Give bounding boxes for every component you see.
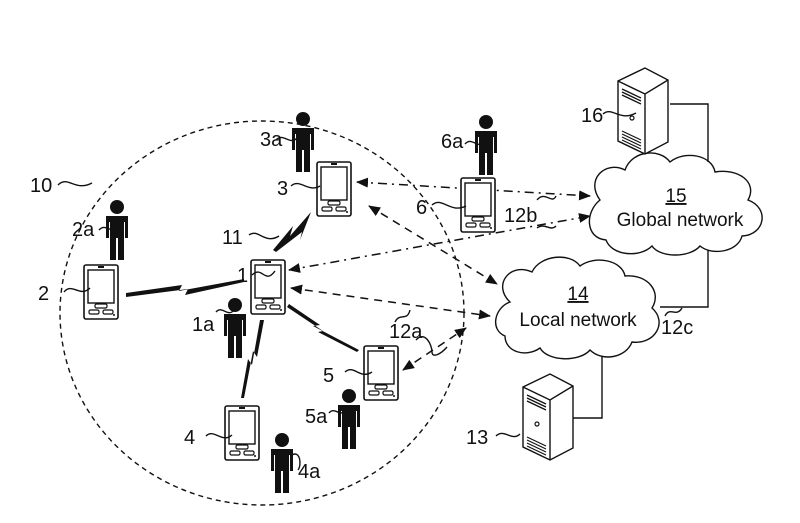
local-network-name: Local network xyxy=(519,310,637,331)
server-13-icon xyxy=(522,373,574,461)
device-3-phone-icon xyxy=(316,161,352,217)
server-13-label: 13 xyxy=(466,427,488,449)
user-1a-person-icon xyxy=(224,298,246,358)
link-label-12c: 12c xyxy=(661,317,693,339)
server-16-label: 16 xyxy=(581,105,603,127)
user-5a-label: 5a xyxy=(305,406,328,428)
link-3-global xyxy=(356,177,591,201)
device-5-label: 5 xyxy=(323,365,334,387)
user-5a-person-icon xyxy=(338,389,360,449)
user-2a-label: 2a xyxy=(72,219,95,241)
wireless-link-1-4 xyxy=(241,320,264,398)
device-4-phone-icon xyxy=(224,405,260,461)
device-2-phone-icon xyxy=(83,264,119,320)
wireless-link-1-2 xyxy=(126,279,244,297)
global-network-id: 15 xyxy=(665,186,686,207)
user-3a-person-icon xyxy=(292,112,314,172)
link-label-12a: 12a xyxy=(389,321,423,343)
device-6-phone-icon xyxy=(460,177,496,233)
device-1-phone-icon xyxy=(250,259,286,315)
wireless-link-1-3 xyxy=(273,212,311,252)
link-5-local xyxy=(402,327,467,371)
device-4-label: 4 xyxy=(184,427,195,449)
user-6a-person-icon xyxy=(475,115,497,175)
user-4a-person-icon xyxy=(271,433,293,493)
user-6a-label: 6a xyxy=(441,131,464,153)
link-1-local xyxy=(290,284,491,320)
user-4a-label: 4a xyxy=(298,461,321,483)
wireless-link-1-5 xyxy=(287,304,359,352)
global-network-name: Global network xyxy=(617,210,744,231)
device-3-label: 3 xyxy=(277,178,288,200)
wireless-link-label: 11 xyxy=(222,227,243,249)
link-label-12b: 12b xyxy=(504,205,537,227)
wired-link-15-14 xyxy=(660,250,709,308)
device-1-label: 1 xyxy=(237,265,248,287)
link-1-global xyxy=(288,213,591,273)
user-3a-label: 3a xyxy=(260,129,283,151)
local-network-id: 14 xyxy=(567,284,589,305)
device-2-label: 2 xyxy=(38,283,49,305)
link-3-local xyxy=(368,205,498,285)
leader-lines xyxy=(57,111,683,471)
user-1a-label: 1a xyxy=(192,314,215,336)
global-network-cloud: 15 Global network xyxy=(588,152,763,256)
area-label: 10 xyxy=(30,175,52,197)
wired-link-16-15 xyxy=(670,103,709,162)
local-network-cloud: 14 Local network xyxy=(495,256,660,360)
server-16-icon xyxy=(617,67,669,155)
device-6-label: 6 xyxy=(416,197,427,219)
